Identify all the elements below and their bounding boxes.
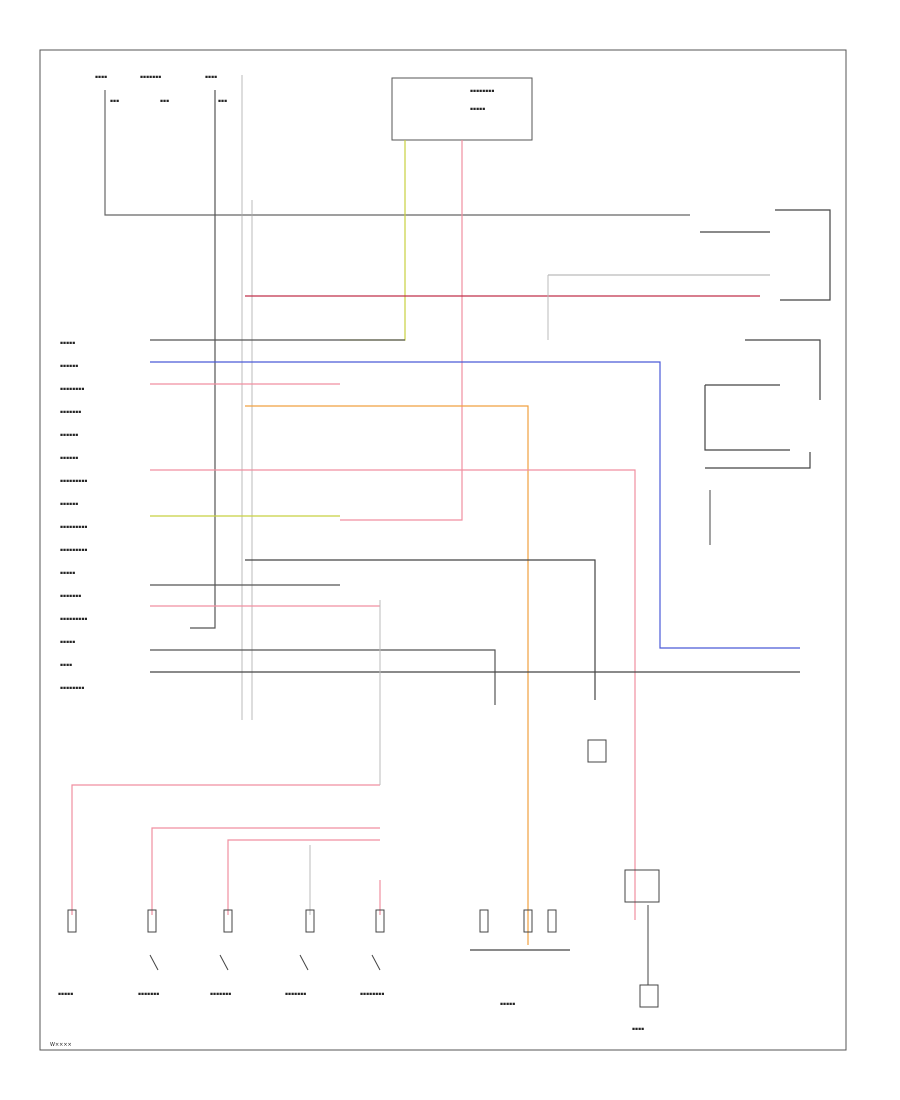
instrument-cluster-box xyxy=(391,77,533,141)
svg-text:▪▪▪: ▪▪▪ xyxy=(218,99,227,104)
mid-right-switch xyxy=(745,339,821,400)
svg-text:▪▪▪▪: ▪▪▪▪ xyxy=(60,663,72,668)
svg-text:▪▪▪▪▪▪▪: ▪▪▪▪▪▪▪ xyxy=(140,75,161,80)
svg-text:▪▪▪▪▪▪▪: ▪▪▪▪▪▪▪ xyxy=(210,992,231,997)
svg-text:▪▪▪▪▪▪▪▪: ▪▪▪▪▪▪▪▪ xyxy=(60,686,84,691)
fuse-feed-wire-1 xyxy=(104,90,690,216)
svg-text:▪▪▪▪▪: ▪▪▪▪▪ xyxy=(60,571,75,576)
svg-text:▪▪▪: ▪▪▪ xyxy=(110,99,119,104)
svg-text:▪▪▪▪▪▪▪: ▪▪▪▪▪▪▪ xyxy=(285,992,306,997)
svg-text:▪▪▪▪: ▪▪▪▪ xyxy=(205,75,217,80)
svg-text:▪▪▪▪▪▪▪: ▪▪▪▪▪▪▪ xyxy=(60,410,81,415)
svg-text:▪▪▪▪▪: ▪▪▪▪▪ xyxy=(60,640,75,645)
svg-text:▪▪▪▪▪▪▪▪▪: ▪▪▪▪▪▪▪▪▪ xyxy=(60,525,87,530)
svg-text:▪▪▪▪▪: ▪▪▪▪▪ xyxy=(470,107,485,112)
right-bottom-ground xyxy=(639,984,659,1008)
bottom-switches xyxy=(67,909,557,971)
svg-text:▪▪▪▪▪▪▪▪: ▪▪▪▪▪▪▪▪ xyxy=(360,992,384,997)
svg-text:▪▪▪▪▪▪: ▪▪▪▪▪▪ xyxy=(60,364,78,369)
bottom-labels: ▪▪▪▪▪ ▪▪▪▪▪▪▪ ▪▪▪▪▪▪▪ ▪▪▪▪▪▪▪ ▪▪▪▪▪▪▪▪ ▪… xyxy=(58,992,644,1032)
svg-text:▪▪▪▪▪▪: ▪▪▪▪▪▪ xyxy=(60,433,78,438)
yellow-wire xyxy=(340,140,406,341)
svg-text:▪▪▪▪▪▪: ▪▪▪▪▪▪ xyxy=(60,502,78,507)
svg-text:▪▪▪▪: ▪▪▪▪ xyxy=(632,1027,644,1032)
mid-right-switch-4 xyxy=(705,452,811,469)
svg-text:▪▪▪▪▪▪▪▪▪: ▪▪▪▪▪▪▪▪▪ xyxy=(60,479,87,484)
fuse-block-group: ▪▪▪▪ ▪▪▪▪▪▪▪ ▪▪▪▪ ▪▪▪ ▪▪▪ ▪▪▪ xyxy=(95,75,227,104)
pink-branch-3 xyxy=(227,839,380,915)
center-sensor xyxy=(587,739,607,763)
svg-text:▪▪▪▪▪: ▪▪▪▪▪ xyxy=(60,341,75,346)
svg-text:▪▪▪▪▪: ▪▪▪▪▪ xyxy=(500,1002,515,1007)
svg-text:▪▪▪▪▪▪▪▪: ▪▪▪▪▪▪▪▪ xyxy=(60,387,84,392)
right-switch-frame xyxy=(775,209,831,301)
svg-text:▪▪▪▪: ▪▪▪▪ xyxy=(95,75,107,80)
diagram-frame xyxy=(39,49,847,1051)
svg-text:▪▪▪▪▪▪: ▪▪▪▪▪▪ xyxy=(60,456,78,461)
right-bottom-relay xyxy=(624,869,660,903)
wire-row-5-pink xyxy=(150,469,636,920)
svg-text:▪▪▪▪▪▪▪: ▪▪▪▪▪▪▪ xyxy=(138,992,159,997)
pink-branch-2 xyxy=(151,827,380,915)
wire-row-10 xyxy=(150,649,496,705)
svg-text:▪▪▪▪▪: ▪▪▪▪▪ xyxy=(58,992,73,997)
fuse-feed-wire-2 xyxy=(190,90,216,629)
wire-row-4-orange xyxy=(245,405,529,945)
wire-row-7-black xyxy=(245,559,596,700)
pin-list-left: ▪▪▪▪▪ ▪▪▪▪▪▪ ▪▪▪▪▪▪▪▪ ▪▪▪▪▪▪▪ ▪▪▪▪▪▪ ▪▪▪… xyxy=(60,341,87,691)
wire-row-2-blue xyxy=(150,361,800,649)
pink-branch-1 xyxy=(71,784,380,915)
svg-text:▪▪▪▪▪▪▪▪▪: ▪▪▪▪▪▪▪▪▪ xyxy=(60,548,87,553)
pink-wire-cluster xyxy=(340,140,463,521)
svg-text:▪▪▪: ▪▪▪ xyxy=(160,99,169,104)
svg-text:▪▪▪▪▪▪▪▪▪: ▪▪▪▪▪▪▪▪▪ xyxy=(60,617,87,622)
svg-text:▪▪▪▪▪▪▪▪: ▪▪▪▪▪▪▪▪ xyxy=(470,89,494,94)
mid-right-switch-3 xyxy=(704,385,790,451)
svg-text:▪▪▪▪▪▪▪: ▪▪▪▪▪▪▪ xyxy=(60,594,81,599)
footer-code: W×××× xyxy=(50,1042,72,1048)
